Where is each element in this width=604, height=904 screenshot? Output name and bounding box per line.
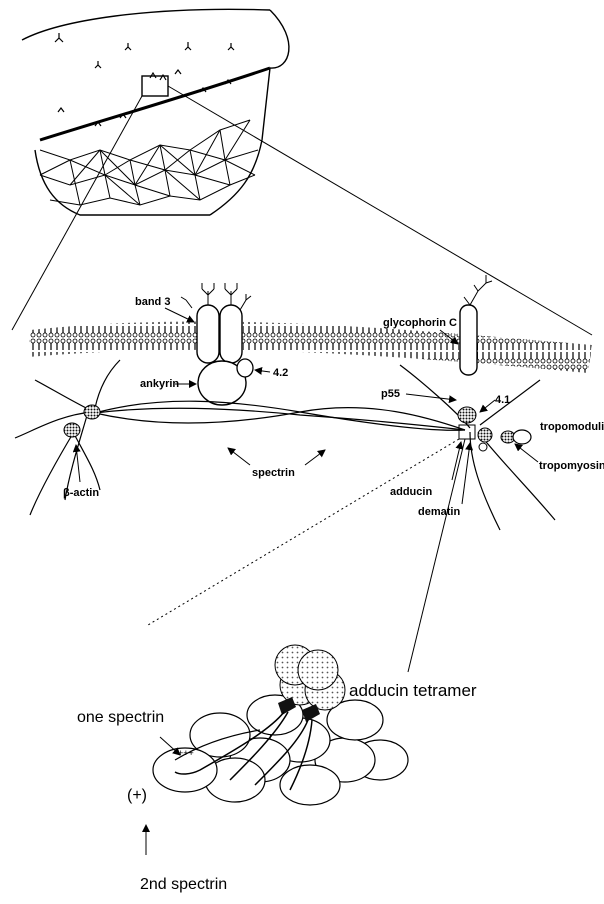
spectrin-filaments bbox=[15, 360, 555, 530]
label-ankyrin: ankyrin bbox=[140, 378, 179, 390]
cell-cutaway bbox=[22, 9, 289, 215]
p55-protein bbox=[458, 407, 476, 423]
arrow-spectrin-right bbox=[305, 450, 325, 465]
label-adducin: adducin bbox=[390, 486, 432, 498]
spectrin-network-mesh bbox=[40, 120, 258, 205]
beta-actin-junction-2 bbox=[64, 423, 80, 437]
zoom-line-right bbox=[168, 86, 592, 335]
protein-4-2 bbox=[237, 359, 253, 377]
label-tropomodulin: tropomodulin bbox=[540, 421, 604, 433]
label-adducin-tetramer: adducin tetramer bbox=[349, 681, 477, 700]
zoom-box bbox=[142, 76, 168, 96]
zoom-line-bottom-left bbox=[148, 439, 459, 625]
label-one-spectrin: one spectrin bbox=[77, 709, 164, 726]
dematin-protein bbox=[479, 443, 487, 451]
arrow-4-1 bbox=[480, 400, 495, 412]
label-4-1: 4.1 bbox=[495, 394, 510, 406]
arrow-p55 bbox=[406, 394, 456, 400]
label-beta-actin: β-actin bbox=[63, 487, 99, 499]
label-plus-marks: +++ bbox=[178, 748, 194, 758]
label-4-2: 4.2 bbox=[273, 367, 288, 379]
label-p55: p55 bbox=[381, 388, 400, 400]
label-tropomyosin: tropomyosin bbox=[539, 460, 604, 472]
zoom-line-left bbox=[12, 96, 142, 330]
label-second-spectrin: 2nd spectrin bbox=[140, 876, 227, 893]
label-spectrin: spectrin bbox=[252, 467, 295, 479]
protein-4-1 bbox=[478, 428, 492, 442]
label-glycophorin-c: glycophorin C bbox=[383, 317, 457, 329]
label-band3: band 3 bbox=[135, 296, 170, 308]
adducin-zoom-box bbox=[459, 425, 475, 439]
arrow-band3 bbox=[165, 308, 194, 322]
tropomodulin-protein bbox=[513, 430, 531, 444]
label-plus-end: (+) bbox=[127, 787, 147, 804]
arrow-tropomyosin bbox=[515, 444, 538, 462]
arrow-spectrin-left bbox=[228, 448, 250, 465]
arrow-4-2 bbox=[255, 370, 270, 372]
zoom-line-bottom-right bbox=[408, 439, 465, 672]
label-dematin: dematin bbox=[418, 506, 460, 518]
arrow-dematin bbox=[462, 443, 470, 504]
beta-actin-junction-1 bbox=[84, 405, 100, 419]
arrow-beta-actin bbox=[76, 445, 80, 482]
surface-glycans bbox=[55, 33, 234, 126]
lipid-bilayer bbox=[28, 321, 592, 373]
